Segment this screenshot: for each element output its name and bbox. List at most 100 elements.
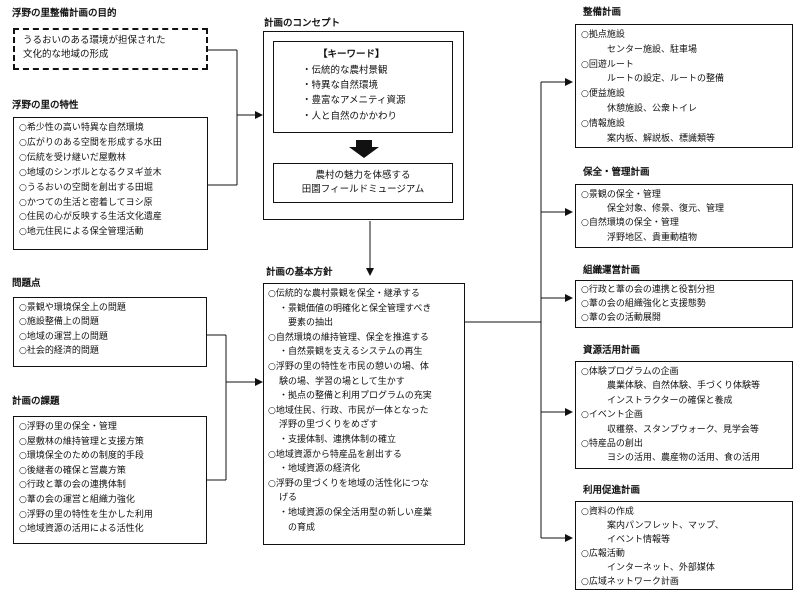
keyword-list: ・伝統的な農村景観 ・特異な自然環境 ・豊富なアメニティ資源 ・人と自然のかかわ… (302, 63, 405, 124)
conservation-line: ○景観の保全・管理 (581, 190, 661, 200)
keyword-header: 【キーワード】 (318, 49, 385, 60)
purpose-line: うるおいのある環境が担保された (23, 35, 166, 46)
features-item: ○住民の心が反映する生活文化遺産 (19, 212, 162, 223)
purpose-title: 浮野の里整備計画の目的 (12, 8, 117, 19)
policy-line: ・地域資源の経済化 (279, 464, 361, 475)
issues-item: ○施設整備上の問題 (19, 317, 99, 328)
resources-line: インストラクターの確保と養成 (607, 395, 733, 406)
issues-box: ○景観や環境保全上の問題 ○施設整備上の問題 ○地域の運営上の問題 ○社会的経済… (13, 297, 207, 367)
facilities-lines: ○拠点施設センター施設、駐車場○回遊ルートルートの設定、ルートの整備○便益施設休… (576, 25, 792, 149)
tasks-item: ○浮野の里の特性を生かした利用 (19, 509, 153, 520)
features-item: ○地域のシンボルとなるクヌギ並木 (19, 167, 162, 178)
tasks-item: ○後継者の確保と営農方策 (19, 465, 126, 476)
facilities-line: 休憩施設、公衆トイレ (607, 103, 698, 114)
facilities-box: ○拠点施設センター施設、駐車場○回遊ルートルートの設定、ルートの整備○便益施設休… (575, 24, 793, 148)
issues-title: 問題点 (12, 278, 41, 289)
organization-line: ○葦の会の活動展開 (581, 312, 661, 323)
features-item: ○伝統を受け継いだ屋敷林 (19, 152, 126, 163)
promotion-line: イベント情報等 (607, 535, 671, 545)
features-item: ○希少性の高い特異な自然環境 (19, 123, 144, 133)
concept-box: 【キーワード】 ・伝統的な農村景観 ・特異な自然環境 ・豊富なアメニティ資源 ・… (263, 31, 464, 220)
promotion-lines: ○資料の作成案内パンフレット、マップ、イベント情報等 ○広報活動インターネット、外… (576, 502, 792, 592)
policy-line: 験の場、学習の場として生かす (279, 376, 405, 387)
resources-lines: ○体験プログラムの企画農業体験、自然体験、手づくり体験等インストラクターの確保と… (576, 362, 792, 469)
conservation-lines: ○景観の保全・管理保全対象、修景、復元、管理○自然環境の保全・管理浮野地区、貴重… (576, 185, 792, 248)
policy-lines: ○伝統的な農村景観を保全・継承する・景観価値の明確化と保全管理すべき要素の抽出○… (264, 284, 464, 538)
promotion-line: インターネット、外部媒体 (607, 563, 715, 573)
policy-line: ○地域資源から特産品を創出する (268, 449, 402, 460)
keyword-item: ・豊富なアメニティ資源 (302, 95, 406, 107)
promotion-title: 利用促進計画 (583, 485, 641, 496)
policy-line: ・拠点の整備と利用プログラムの充実 (279, 391, 432, 402)
keyword-item: ・人と自然のかかわり (302, 110, 398, 122)
result-line: 田園フィールドミュージアム (301, 184, 425, 195)
conservation-line: 浮野地区、貴重動植物 (607, 232, 698, 243)
policy-line: の育成 (288, 522, 316, 533)
purpose-box: うるおいのある環境が担保された 文化的な地域の形成 (13, 28, 208, 70)
tasks-item: ○地域資源の活用による活性化 (19, 524, 144, 535)
policy-title: 計画の基本方針 (266, 267, 333, 278)
facilities-line: ○回遊ルート (581, 59, 634, 70)
policy-line: ○浮野の里の特性を市民の憩いの場、体 (268, 361, 429, 372)
policy-line: ・自然景観を支えるシステムの再生 (279, 347, 423, 358)
facilities-line: ○便益施設 (581, 89, 625, 100)
keyword-item: ・伝統的な農村景観 (302, 65, 388, 76)
tasks-item: ○屋敷林の維持管理と支援方策 (19, 436, 144, 447)
resources-line: ○特産品の創出 (581, 439, 643, 450)
organization-line: ○行政と葦の会の連携と役割分担 (581, 285, 715, 295)
policy-line: ・景観価値の明確化と保全管理すべき (279, 303, 432, 314)
tasks-title: 計画の課題 (12, 396, 60, 407)
conservation-title: 保全・管理計画 (583, 167, 650, 178)
resources-line: ○体験プログラムの企画 (581, 367, 679, 377)
facilities-line: 案内板、解説板、標識類等 (607, 133, 716, 144)
tasks-box: ○浮野の里の保全・管理 ○屋敷林の維持管理と支援方策 ○環境保全のための制度的手… (13, 416, 207, 544)
promotion-line: ○資料の作成 (581, 507, 634, 517)
policy-box: ○伝統的な農村景観を保全・継承する・景観価値の明確化と保全管理すべき要素の抽出○… (263, 283, 465, 545)
concept-title: 計画のコンセプト (264, 18, 341, 29)
policy-line: ・支援体制、連携体制の確立 (279, 434, 397, 445)
down-arrow-icon (349, 140, 379, 158)
promotion-line: ○広報活動 (581, 549, 625, 559)
features-box: ○希少性の高い特異な自然環境 ○広がりのある空間を形成する水田 ○伝統を受け継い… (13, 117, 208, 250)
keyword-box: 【キーワード】 ・伝統的な農村景観 ・特異な自然環境 ・豊富なアメニティ資源 ・… (273, 41, 453, 133)
promotion-box: ○資料の作成案内パンフレット、マップ、イベント情報等 ○広報活動インターネット、外… (575, 501, 793, 590)
policy-line: げる (279, 493, 298, 504)
facilities-line: ○情報施設 (581, 118, 625, 129)
organization-line: ○葦の会の組織強化と支援態勢 (581, 298, 706, 309)
organization-lines: ○行政と葦の会の連携と役割分担 ○葦の会の組織強化と支援態勢 ○葦の会の活動展開 (576, 281, 792, 328)
policy-line: ○地域住民、行政、市民が一体となった (268, 405, 429, 416)
tasks-item: ○環境保全のための制度的手段 (19, 451, 144, 462)
result-line: 農村の魅力を体感する (315, 170, 411, 181)
policy-line: ○伝統的な農村景観を保全・継承する (268, 289, 420, 299)
conservation-box: ○景観の保全・管理保全対象、修景、復元、管理○自然環境の保全・管理浮野地区、貴重… (575, 184, 793, 248)
organization-title: 組織運営計画 (583, 265, 641, 276)
issues-item: ○社会的経済的問題 (19, 346, 99, 357)
keyword-item: ・特異な自然環境 (302, 80, 379, 92)
tasks-item: ○葦の会の運営と組織力強化 (19, 494, 135, 505)
issues-item: ○景観や環境保全上の問題 (19, 303, 126, 313)
tasks-item: ○行政と葦の会の連携体制 (19, 480, 126, 491)
features-item: ○かつての生活と密着してヨシ原 (19, 197, 153, 208)
tasks-item: ○浮野の里の保全・管理 (19, 422, 117, 432)
facilities-line: センター施設、駐車場 (607, 44, 698, 55)
features-item: ○地元住民による保全管理活動 (19, 227, 144, 238)
policy-line: 浮野の里づくりをめざす (279, 420, 379, 431)
facilities-title: 整備計画 (583, 7, 622, 18)
promotion-line: 案内パンフレット、マップ、 (607, 521, 724, 531)
result-box: 農村の魅力を体感する 田園フィールドミュージアム (273, 163, 453, 203)
policy-line: ○浮野の里づくりを地域の活性化につな (268, 478, 429, 489)
facilities-line: ○拠点施設 (581, 30, 625, 40)
promotion-line: ○広域ネットワーク計画 (581, 577, 679, 587)
features-title: 浮野の里の特性 (12, 100, 79, 111)
features-item: ○うるおいの空間を創出する田堀 (19, 182, 153, 193)
organization-box: ○行政と葦の会の連携と役割分担 ○葦の会の組織強化と支援態勢 ○葦の会の活動展開 (575, 280, 793, 328)
issues-item: ○地域の運営上の問題 (19, 331, 108, 342)
resources-title: 資源活用計画 (583, 345, 641, 356)
conservation-line: 保全対象、修景、復元、管理 (607, 204, 725, 215)
policy-line: ・地域資源の保全活用型の新しい産業 (279, 507, 433, 518)
resources-line: 収穫祭、スタンプウォーク、見学会等 (607, 424, 759, 435)
resources-line: ヨシの活用、農産物の活用、食の活用 (607, 453, 761, 464)
features-item: ○広がりのある空間を形成する水田 (19, 137, 162, 148)
resources-line: 農業体験、自然体験、手づくり体験等 (607, 381, 761, 392)
